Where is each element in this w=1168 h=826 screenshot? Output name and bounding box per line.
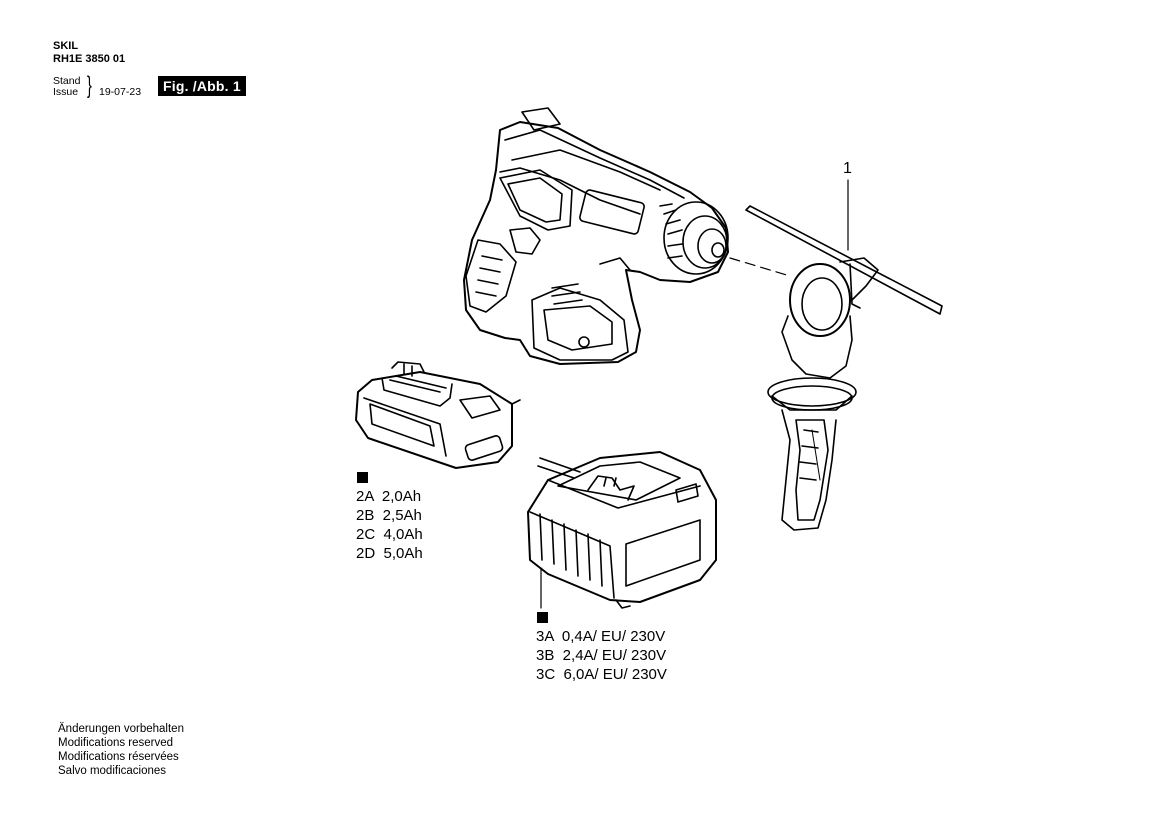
charger-option-3a: 3A 0,4A/ EU/ 230V: [536, 628, 666, 645]
charger-illustration: [527, 451, 717, 609]
model-number: RH1E 3850 01: [53, 53, 126, 65]
charger-options-list: 3A 0,4A/ EU/ 230V 3B 2,4A/ EU/ 230V 3C 6…: [536, 627, 667, 684]
notice-fr: Modifications réservées: [58, 751, 179, 763]
side-handle-illustration: [745, 205, 943, 531]
figure-label: Fig. /Abb. 1: [158, 76, 246, 96]
callout-item-1: 1: [843, 160, 852, 177]
battery-option-2b: 2B 2,5Ah: [356, 507, 422, 524]
optional-marker-icon: [357, 472, 368, 483]
battery-options-list: 2A 2,0Ah 2B 2,5Ah 2C 4,0Ah 2D 5,0Ah: [356, 487, 423, 563]
stand-label: Stand: [53, 75, 81, 87]
charger-option-3c: 3C 6,0A/ EU/ 230V: [536, 666, 667, 683]
battery-option-2a: 2A 2,0Ah: [356, 488, 422, 505]
battery-pack-illustration: [355, 361, 521, 469]
rotary-hammer-illustration: [463, 107, 729, 365]
issue-date: 19-07-23: [99, 86, 142, 98]
optional-marker-icon: [537, 612, 548, 623]
issue-label: Issue: [53, 86, 79, 98]
modification-notice: Änderungen vorbehalten Modifications res…: [58, 722, 184, 778]
notice-en: Modifications reserved: [58, 737, 174, 749]
charger-option-3b: 3B 2,4A/ EU/ 230V: [536, 647, 667, 664]
battery-option-2d: 2D 5,0Ah: [356, 545, 423, 562]
brace-icon: }: [87, 72, 92, 99]
notice-de: Änderungen vorbehalten: [58, 723, 184, 735]
notice-es: Salvo modificaciones: [58, 765, 167, 777]
battery-option-2c: 2C 4,0Ah: [356, 526, 423, 543]
brand-name: SKIL: [53, 40, 79, 52]
